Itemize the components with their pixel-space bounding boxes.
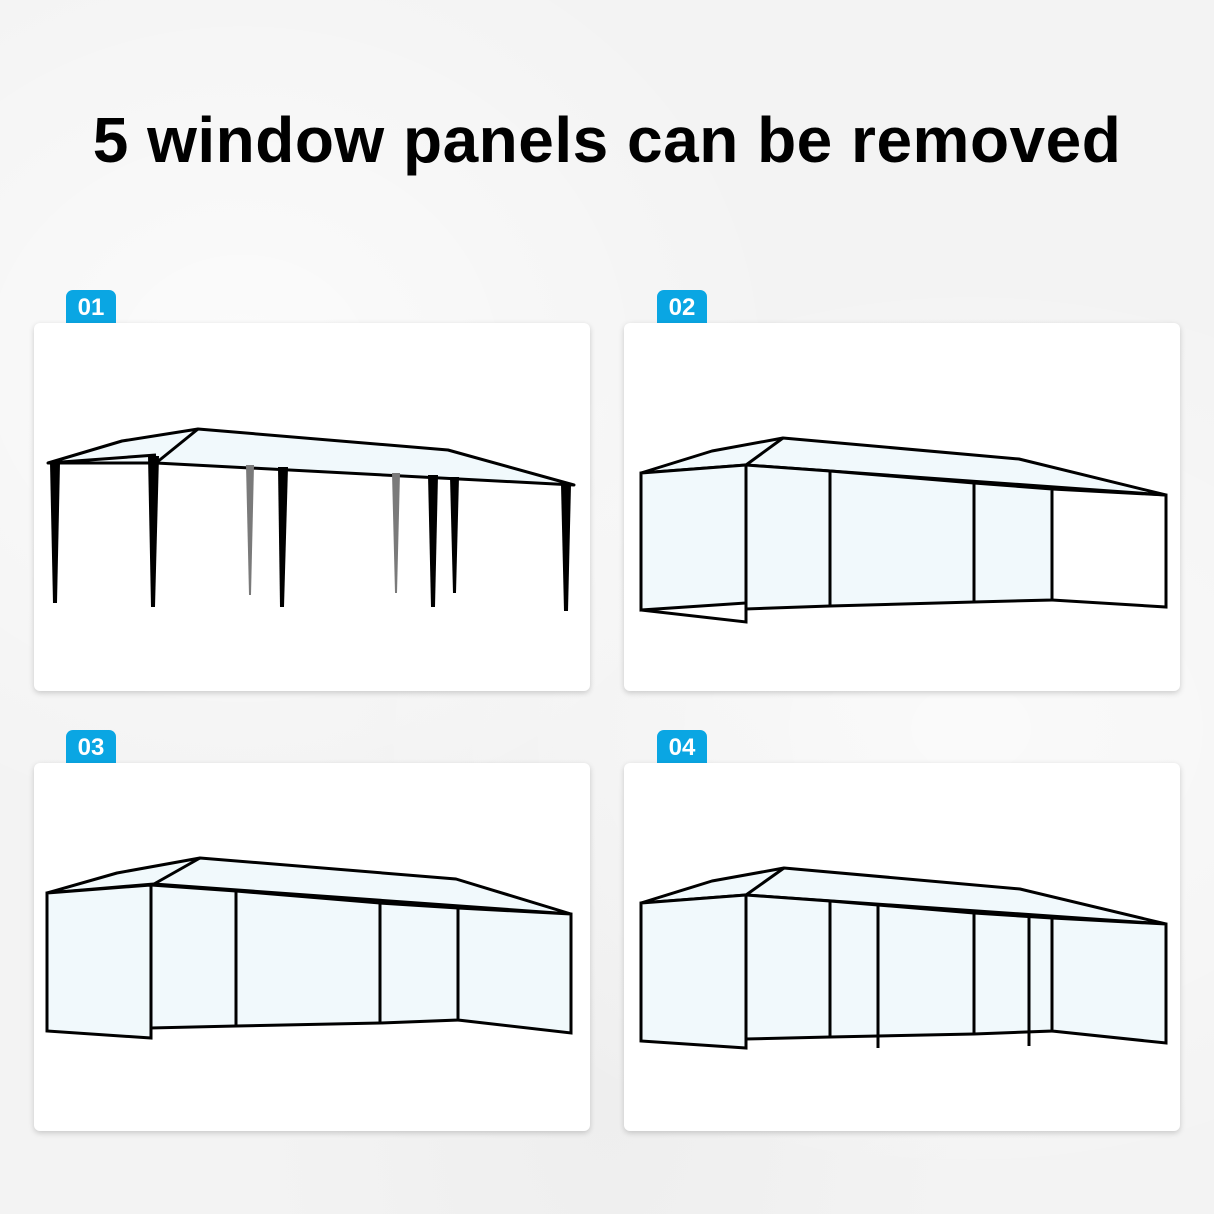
step-card-02 — [624, 323, 1180, 691]
step-badge-02: 02 — [657, 290, 707, 324]
step-card-04 — [624, 763, 1180, 1131]
gazebo-frame-illustration — [46, 427, 576, 611]
gazebo-full-walls-illustration — [45, 856, 573, 1040]
step-card-03 — [34, 763, 590, 1131]
step-badge-03: 03 — [66, 730, 116, 764]
step-badge-04: 04 — [657, 730, 707, 764]
gazebo-partial-walls-illustration — [639, 436, 1168, 624]
step-card-01 — [34, 323, 590, 691]
page-title: 5 window panels can be removed — [92, 104, 1122, 176]
step-badge-01: 01 — [66, 290, 116, 324]
gazebo-windows-removed-illustration — [639, 866, 1168, 1050]
